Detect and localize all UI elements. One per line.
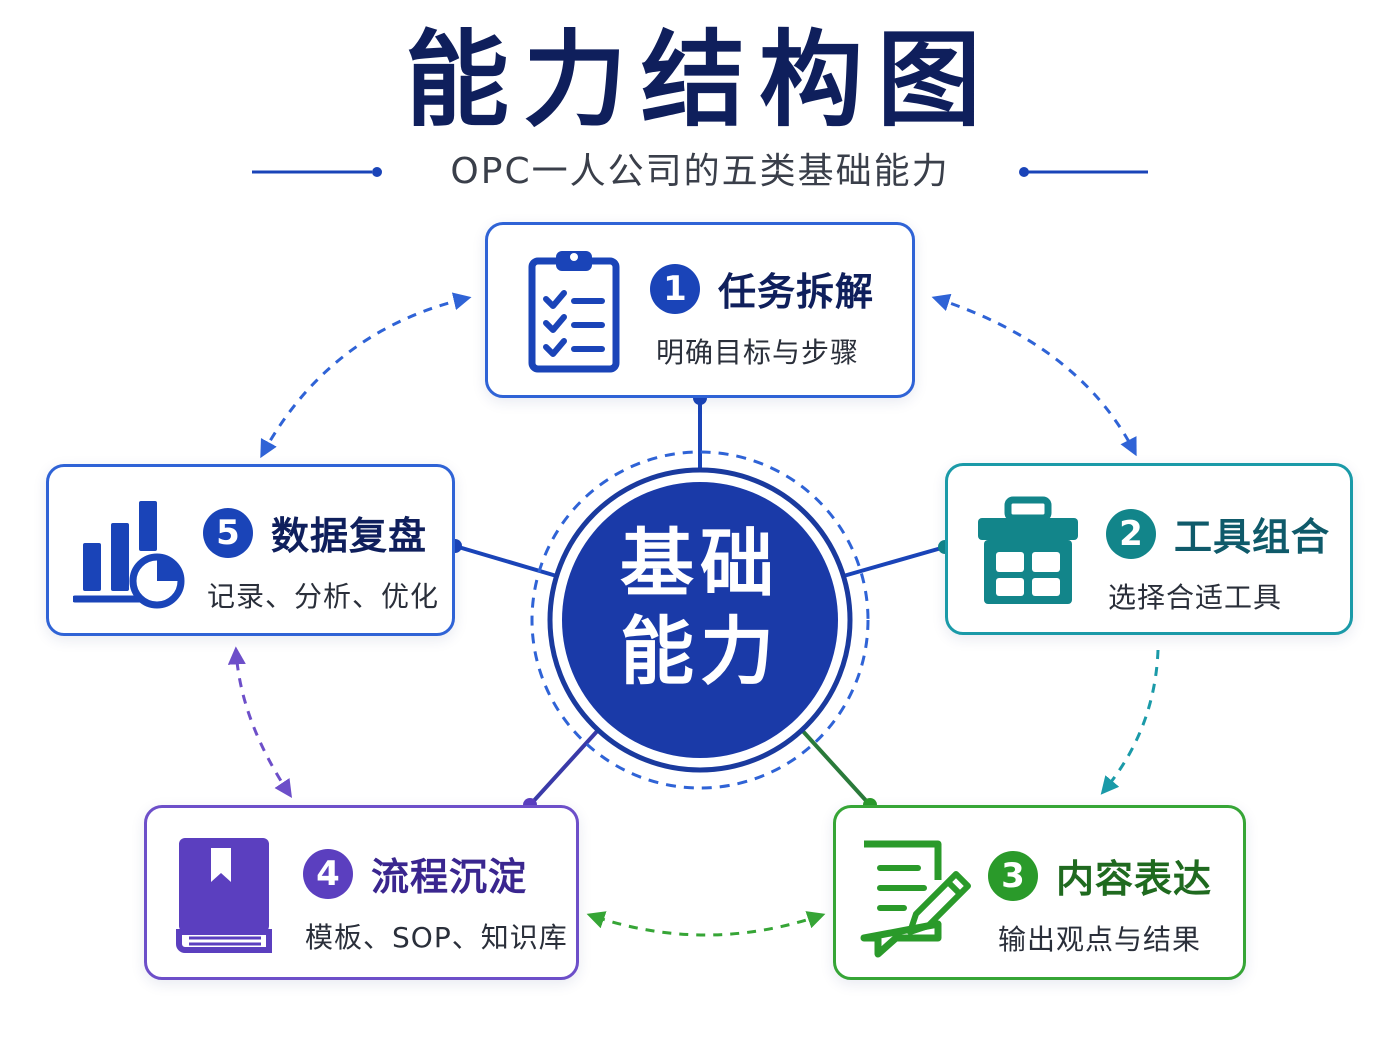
spoke-3 xyxy=(798,726,877,812)
ability-4-number-badge: 4 xyxy=(303,848,353,899)
ability-2-heading: 2 工具组合 xyxy=(1106,506,1330,561)
arrow-4-to-5 xyxy=(227,646,292,798)
bar-pie-chart-icon xyxy=(73,501,185,609)
arrow-5-to-1 xyxy=(260,292,472,459)
arrow-1-to-2 xyxy=(931,293,1137,457)
ability-3-description: 输出观点与结果 xyxy=(998,923,1202,956)
ability-5-heading: 5 数据复盘 xyxy=(203,505,427,560)
ability-1-description: 明确目标与步骤 xyxy=(656,336,860,369)
spoke-4 xyxy=(523,726,602,812)
ability-3-heading: 3 内容表达 xyxy=(988,848,1212,903)
page-title: 能力结构图 xyxy=(404,19,995,141)
ability-card-5: 5 数据复盘 记录、分析、优化 xyxy=(46,464,455,636)
spoke-5 xyxy=(448,539,561,579)
center-label-line1: 基础 xyxy=(620,521,780,607)
toolbox-icon xyxy=(978,496,1078,604)
ability-5-description: 记录、分析、优化 xyxy=(207,580,440,613)
ability-card-2: 2 工具组合 选择合适工具 xyxy=(945,463,1353,635)
ability-4-description: 模板、SOP、知识库 xyxy=(305,921,568,954)
center-outer-dashed-ring xyxy=(530,450,870,790)
ability-4-heading: 4 流程沉淀 xyxy=(303,846,527,901)
ability-card-4: 4 流程沉淀 模板、SOP、知识库 xyxy=(144,805,579,980)
ability-5-name: 数据复盘 xyxy=(271,514,428,558)
arrow-2-to-3 xyxy=(1100,649,1160,795)
clipboard-checklist-icon xyxy=(528,251,620,373)
ability-2-number-badge: 2 xyxy=(1106,508,1156,559)
arrow-3-to-4 xyxy=(586,911,826,937)
ability-3-number-badge: 3 xyxy=(988,850,1038,901)
ability-card-3: 3 内容表达 输出观点与结果 xyxy=(833,805,1246,980)
center-label-line2: 能力 xyxy=(620,609,780,695)
center-label: 基础 能力 xyxy=(560,520,840,696)
spoke-1 xyxy=(693,391,707,468)
book-bookmark-icon xyxy=(176,838,272,953)
center-core xyxy=(562,482,838,758)
ability-2-description: 选择合适工具 xyxy=(1108,581,1283,614)
subtitle-right-divider xyxy=(1019,167,1148,177)
ability-1-number-badge: 1 xyxy=(650,263,700,314)
page-subtitle: OPC一人公司的五类基础能力 xyxy=(450,151,950,192)
ability-3-name: 内容表达 xyxy=(1056,857,1213,901)
ability-1-heading: 1 任务拆解 xyxy=(650,261,874,316)
ability-4-name: 流程沉淀 xyxy=(371,855,528,899)
ability-1-name: 任务拆解 xyxy=(718,270,875,314)
document-pen-icon xyxy=(860,840,971,958)
ability-card-1: 1 任务拆解 明确目标与步骤 xyxy=(485,222,915,398)
ability-5-number-badge: 5 xyxy=(203,507,253,558)
subtitle-left-divider xyxy=(252,167,382,177)
ability-2-name: 工具组合 xyxy=(1174,515,1331,559)
